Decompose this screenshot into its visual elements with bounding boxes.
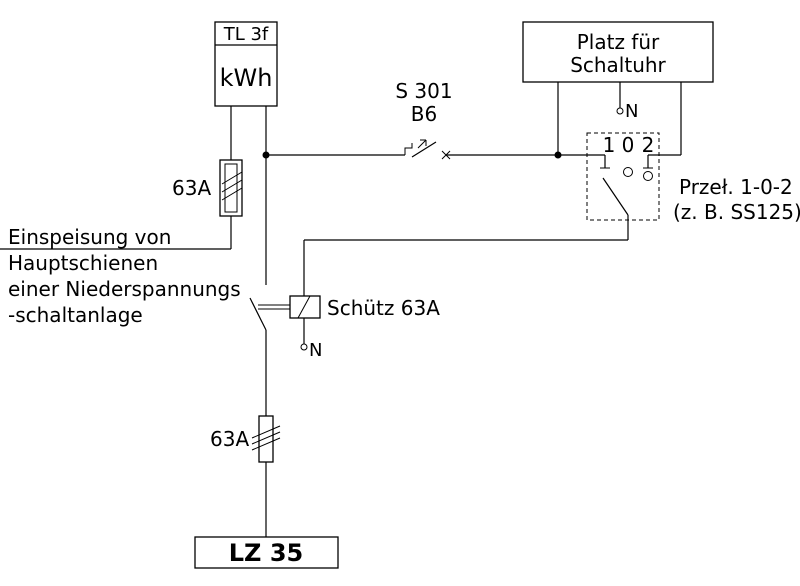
breaker-name: S 301	[395, 79, 452, 103]
feed-line-4: -schaltanlage	[8, 303, 143, 327]
fuse-top-label: 63A	[172, 176, 211, 200]
fuse-bottom-label: 63A	[210, 427, 249, 451]
energy-meter: TL 3f kWh	[214, 21, 278, 107]
breaker-rating: B6	[411, 102, 437, 126]
contactor: Schütz 63A	[258, 295, 440, 320]
timer-line-2: Schaltuhr	[570, 53, 666, 77]
control-line-top: S 301 B6	[266, 79, 562, 160]
selector-label-1: Przeł. 1-0-2	[679, 175, 793, 199]
meter-header: TL 3f	[223, 24, 269, 45]
output-label: LZ 35	[229, 539, 303, 567]
selector-pos-0: 0	[622, 133, 635, 157]
timer-box: Platz für Schaltuhr N	[522, 21, 714, 156]
selector-label-2: (z. B. SS125)	[673, 200, 800, 224]
fuse-bottom: 63A	[210, 415, 281, 463]
contactor-label: Schütz 63A	[327, 296, 440, 320]
selector-pos-1: 1	[603, 133, 616, 157]
feed-line-3: einer Niederspannungs	[8, 277, 241, 301]
selector-switch: 1 0 2 Przeł. 1-0-2 (z. B. SS125)	[558, 132, 800, 240]
meter-unit: kWh	[220, 64, 273, 92]
timer-line-1: Platz für	[577, 30, 660, 54]
timer-neutral-label: N	[625, 101, 638, 122]
control-line-coil: N	[300, 239, 628, 361]
selector-pos-2: 2	[642, 133, 655, 157]
main-line	[249, 106, 270, 537]
output-box: LZ 35	[194, 536, 339, 569]
supply-line-left	[0, 106, 232, 250]
fuse-top: 63A	[172, 159, 243, 217]
feed-line-1: Einspeisung von	[8, 225, 171, 249]
feed-line-2: Hauptschienen	[8, 251, 158, 275]
contactor-neutral-label: N	[309, 340, 322, 361]
feed-description: Einspeisung von Hauptschienen einer Nied…	[8, 225, 241, 327]
